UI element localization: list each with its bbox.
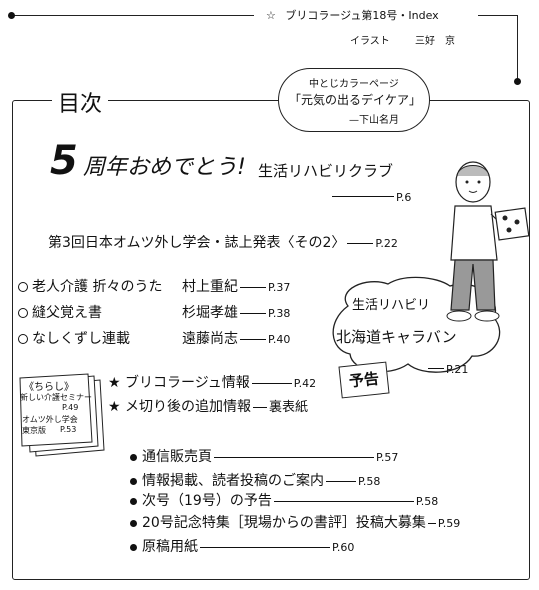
feature-title: 周年おめでとう! [82, 155, 246, 180]
header-title: ☆ ブリコラージュ第18号・Index [266, 9, 439, 22]
serial-item-1: 老人介護 折々のうた [18, 276, 162, 296]
callout-line-3: —下山名月 [349, 115, 399, 126]
bullet-icon [130, 497, 137, 505]
conference-page: P.22 [375, 237, 398, 250]
header-rule-right [478, 15, 518, 16]
cloud-line-1: 生活リハビリ [352, 298, 431, 313]
header-dot-right [514, 78, 521, 85]
flyer-line-1: 新しい介護セミナー [20, 393, 92, 402]
bullet-icon [130, 477, 137, 485]
bullet-icon [130, 453, 137, 461]
callout-line-1: 中とじカラーページ [309, 79, 399, 90]
cloud-line-2: 北海道キャラバン [336, 328, 457, 346]
bullet-icon [130, 519, 137, 527]
bullet-icon [130, 543, 137, 551]
cloud-page: P.21 [446, 363, 469, 376]
toc-frame [12, 100, 530, 580]
man-holding-dice-illustration [446, 161, 529, 322]
star-bullet-icon: ★ [108, 375, 121, 391]
circle-bullet-icon [18, 308, 28, 318]
feature-subtitle: 生活リハビリクラブ [258, 162, 394, 180]
color-page-callout: 中とじカラーページ 「元気の出るデイケア」 —下山名月 [278, 68, 430, 132]
toc-title: 目次 [52, 86, 109, 118]
feature-number: 5 [50, 138, 78, 184]
conference-title: 第3回日本オムツ外し学会・誌上発表〈その2〉 [48, 235, 346, 251]
star-icon: ☆ [266, 9, 276, 22]
preview-badge: 予告 [338, 361, 390, 399]
circle-bullet-icon [18, 334, 28, 344]
illustrator-credit: イラスト 三好 京 [350, 36, 455, 47]
header-rule-left [14, 15, 254, 16]
feature-page: P.6 [396, 191, 412, 204]
flyer-line-2: オムツ外し学会 [22, 415, 78, 424]
header-dot-left [8, 12, 15, 19]
flyer-line-3: 東京版 [22, 426, 46, 435]
star-bullet-icon: ★ [108, 399, 121, 415]
serial-item-2: 縫父覚え書 [18, 302, 102, 322]
circle-bullet-icon [18, 282, 28, 292]
flyer-title: 《ちらし》 [24, 382, 74, 393]
cloud-page-line: P.21 [426, 358, 468, 377]
info-item-2: ★ メ切り後の追加情報裏表紙 [108, 399, 309, 415]
flyer-stack-illustration [19, 373, 105, 457]
feature-heading: 5 周年おめでとう! [50, 138, 246, 184]
header-rule-vertical [517, 15, 518, 79]
serial-item-3: なしくずし連載 [18, 328, 130, 348]
flyer-page-1: P.49 [62, 403, 79, 412]
callout-line-2: 「元気の出るデイケア」 [289, 93, 422, 107]
conference-item: 第3回日本オムツ外し学会・誌上発表〈その2〉 P.22 [48, 232, 398, 252]
feature-page-line: P.6 [330, 186, 411, 205]
flyer-page-2: P.53 [60, 425, 77, 434]
